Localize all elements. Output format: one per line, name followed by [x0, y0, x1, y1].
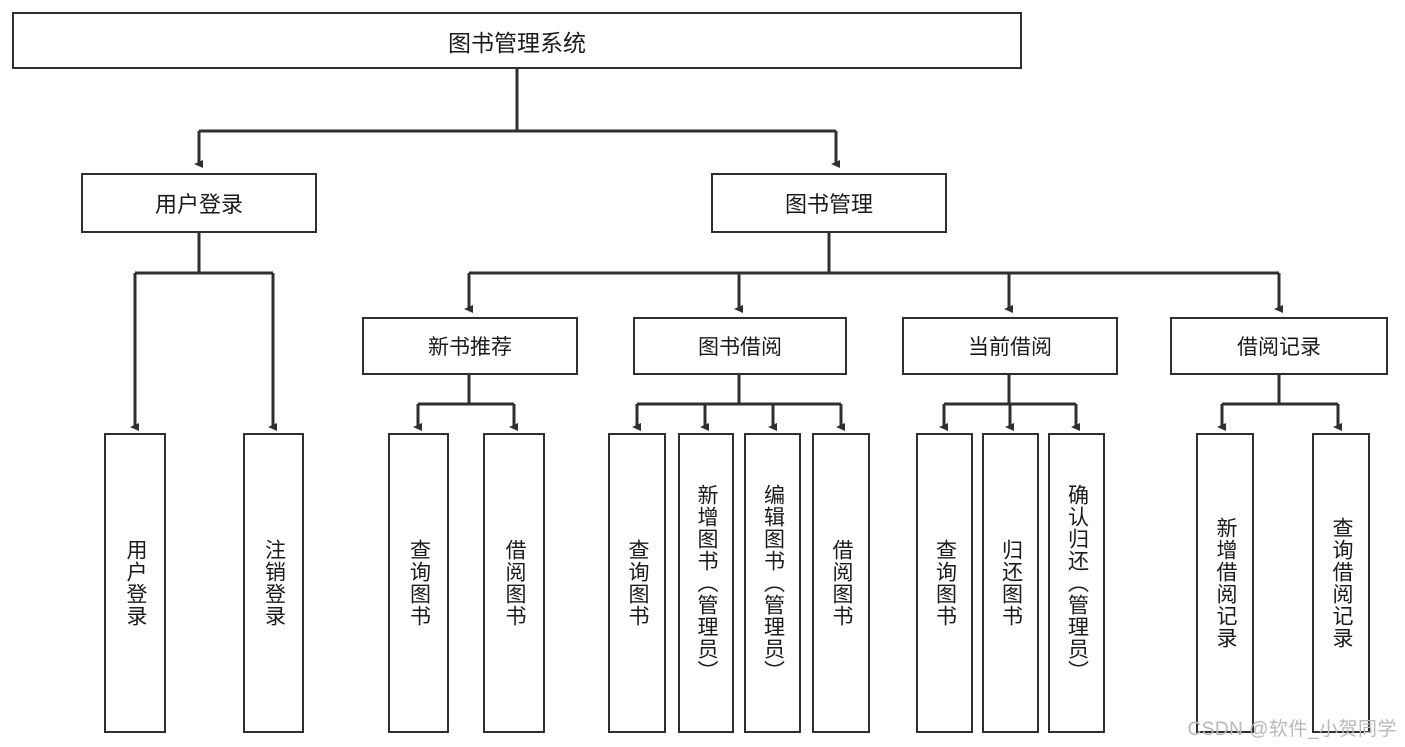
node-leaf-query-book-2-label: 查询图书 [626, 539, 650, 627]
node-leaf-confirm-return[interactable]: 确认归还（管理员） [1048, 433, 1105, 733]
node-leaf-user-login-label: 用户登录 [124, 539, 148, 627]
node-leaf-confirm-return-label: 确认归还（管理员） [1065, 484, 1089, 682]
node-leaf-logout-login[interactable]: 注销登录 [243, 433, 304, 733]
node-leaf-query-book-1-label: 查询图书 [407, 539, 431, 627]
node-book-management[interactable]: 图书管理 [711, 173, 947, 233]
node-leaf-add-book[interactable]: 新增图书（管理员） [678, 433, 734, 733]
node-leaf-query-book-3-label: 查询图书 [933, 539, 957, 627]
node-current-borrow-label: 当前借阅 [968, 336, 1052, 359]
node-root-system[interactable]: 图书管理系统 [12, 12, 1022, 69]
node-root-label: 图书管理系统 [448, 29, 586, 56]
node-leaf-query-book-1[interactable]: 查询图书 [388, 433, 449, 733]
node-book-management-label: 图书管理 [784, 192, 873, 217]
node-current-borrow[interactable]: 当前借阅 [902, 317, 1118, 375]
node-user-login-label: 用户登录 [154, 192, 243, 217]
node-new-book-recommend[interactable]: 新书推荐 [362, 317, 578, 375]
node-leaf-add-book-label: 新增图书（管理员） [695, 484, 719, 682]
node-leaf-edit-book[interactable]: 编辑图书（管理员） [744, 433, 801, 733]
node-new-book-recommend-label: 新书推荐 [428, 336, 512, 359]
node-leaf-logout-login-label: 注销登录 [262, 539, 286, 627]
node-leaf-borrow-book-2[interactable]: 借阅图书 [812, 433, 870, 733]
node-leaf-query-book-3[interactable]: 查询图书 [916, 433, 973, 733]
node-leaf-query-book-2[interactable]: 查询图书 [608, 433, 666, 733]
csdn-watermark: CSDN @软件_小贺同学 [1187, 719, 1397, 740]
node-book-borrow-label: 图书借阅 [698, 336, 782, 359]
node-leaf-borrow-book-1[interactable]: 借阅图书 [483, 433, 545, 733]
node-book-borrow[interactable]: 图书借阅 [633, 317, 847, 375]
node-leaf-return-book-label: 归还图书 [999, 539, 1023, 627]
node-leaf-borrow-book-1-label: 借阅图书 [503, 539, 527, 627]
node-leaf-query-record[interactable]: 查询借阅记录 [1312, 433, 1370, 733]
node-leaf-return-book[interactable]: 归还图书 [982, 433, 1039, 733]
node-leaf-query-record-label: 查询借阅记录 [1330, 517, 1354, 649]
node-leaf-edit-book-label: 编辑图书（管理员） [761, 484, 785, 682]
node-leaf-borrow-book-2-label: 借阅图书 [830, 539, 854, 627]
node-leaf-add-record[interactable]: 新增借阅记录 [1196, 433, 1254, 733]
node-borrow-record-label: 借阅记录 [1237, 336, 1321, 359]
node-leaf-add-record-label: 新增借阅记录 [1214, 517, 1238, 649]
node-borrow-record[interactable]: 借阅记录 [1170, 317, 1388, 375]
node-user-login[interactable]: 用户登录 [81, 173, 317, 233]
node-leaf-user-login[interactable]: 用户登录 [104, 433, 166, 733]
